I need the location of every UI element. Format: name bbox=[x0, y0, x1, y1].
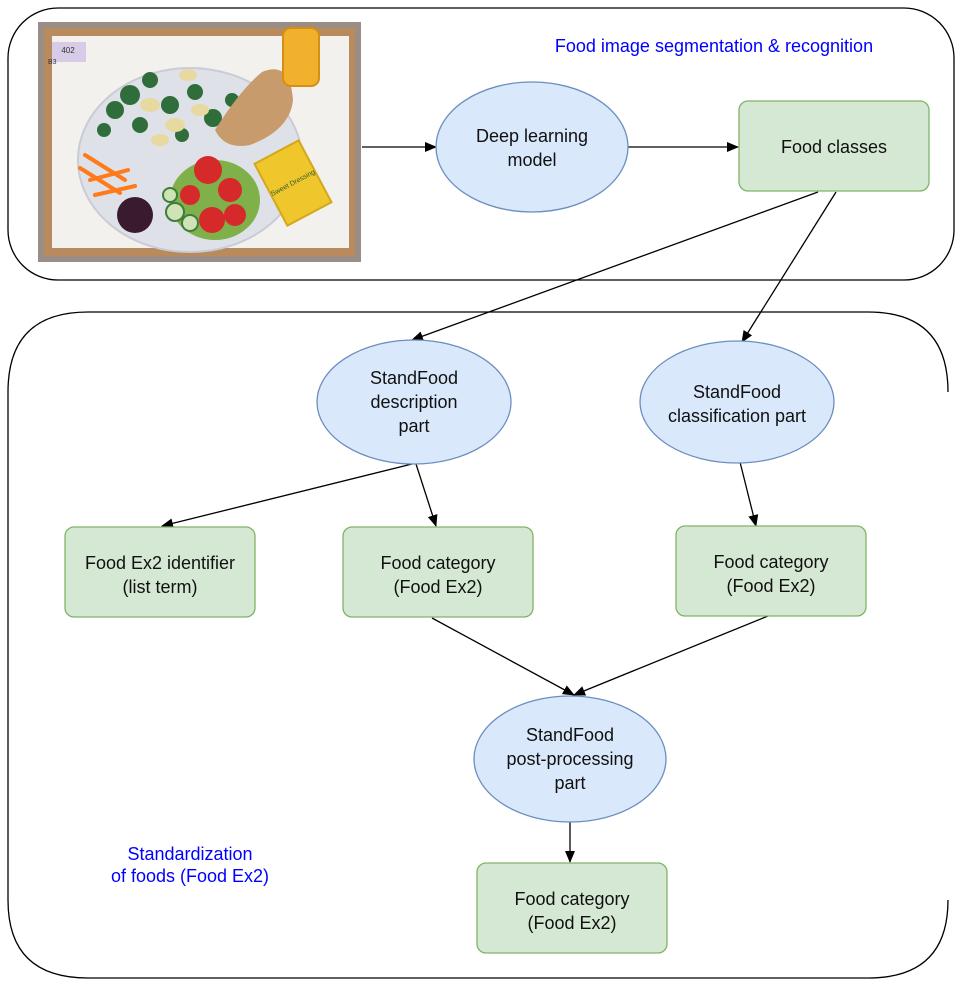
node-label: model bbox=[507, 150, 556, 170]
node-standfood-description: StandFood description part bbox=[316, 339, 512, 465]
node-label: Food Ex2 identifier bbox=[85, 553, 235, 573]
edge-description-to-category-a bbox=[415, 463, 438, 527]
edge-classification-to-category-b bbox=[739, 461, 759, 527]
node-label: (Food Ex2) bbox=[393, 577, 482, 597]
node-label: Food category bbox=[514, 889, 629, 909]
node-foodex2-identifier: Food Ex2 identifier (list term) bbox=[64, 526, 256, 618]
node-label: part bbox=[554, 773, 585, 793]
node-deep-learning-model: Deep learning model bbox=[435, 81, 629, 213]
node-standfood-classification: StandFood classification part bbox=[639, 340, 835, 464]
node-label: Food category bbox=[713, 552, 828, 572]
node-label: StandFood bbox=[693, 382, 781, 402]
node-label: Food category bbox=[380, 553, 495, 573]
node-standfood-postprocessing: StandFood post-processing part bbox=[473, 695, 667, 823]
node-food-classes: Food classes bbox=[738, 100, 930, 192]
node-label: StandFood bbox=[370, 368, 458, 388]
node-label: part bbox=[398, 416, 429, 436]
photo-tag-number: 402 bbox=[61, 46, 75, 55]
edges bbox=[161, 142, 837, 863]
edge-food-classes-to-description bbox=[411, 191, 819, 341]
bottom-panel bbox=[7, 311, 949, 979]
node-label: Food classes bbox=[781, 137, 887, 157]
node-food-category-a: Food category (Food Ex2) bbox=[342, 526, 534, 618]
bottom-panel-caption-line2: of foods (Food Ex2) bbox=[111, 866, 269, 886]
edge-description-to-identifier bbox=[161, 463, 413, 529]
node-label: (Food Ex2) bbox=[527, 913, 616, 933]
node-label: description bbox=[370, 392, 457, 412]
node-food-category-final: Food category (Food Ex2) bbox=[476, 862, 668, 954]
top-panel bbox=[7, 7, 955, 281]
node-label: classification part bbox=[668, 406, 806, 426]
node-label: (Food Ex2) bbox=[726, 576, 815, 596]
node-label: (list term) bbox=[123, 577, 198, 597]
edge-category-a-to-postprocessing bbox=[431, 617, 575, 696]
node-label: post-processing bbox=[506, 749, 633, 769]
node-label: Deep learning bbox=[476, 126, 588, 146]
node-label: StandFood bbox=[526, 725, 614, 745]
photo-tag-code: B3 bbox=[48, 59, 57, 66]
bottom-panel-caption-line1: Standardization bbox=[127, 844, 252, 864]
node-food-category-b: Food category (Food Ex2) bbox=[675, 525, 867, 617]
edge-category-b-to-postprocessing bbox=[573, 615, 769, 696]
top-panel-caption: Food image segmentation & recognition bbox=[555, 36, 873, 56]
food-tray-photo: Sweet Dressing 402 B3 bbox=[38, 22, 361, 262]
edge-food-classes-to-classification bbox=[741, 191, 837, 343]
